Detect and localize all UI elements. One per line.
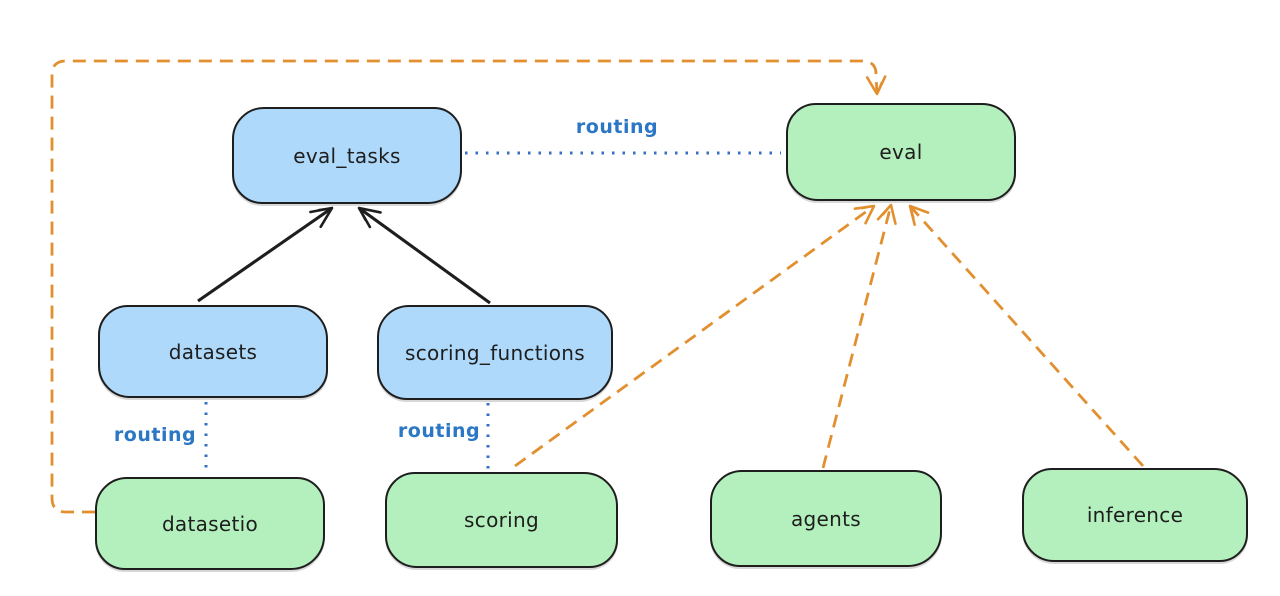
node-agents: agents — [710, 470, 942, 567]
node-agents-label: agents — [791, 506, 861, 531]
node-scoring: scoring — [385, 472, 618, 568]
node-scoring-label: scoring — [464, 508, 539, 532]
edge-inference-to-eval-dashed — [908, 204, 1145, 467]
edge-agents-to-eval-dashed — [821, 203, 897, 469]
edge-scoring-functions-to-eval-tasks — [357, 206, 491, 305]
node-eval-tasks-label: eval_tasks — [293, 143, 401, 168]
edge-datasets-to-eval-tasks — [197, 206, 334, 303]
node-datasets-label: datasets — [168, 339, 258, 364]
edge-label-routing-eval-tasks-eval: routing — [575, 116, 659, 138]
edge-datasetio-to-eval-dashed-loop — [50, 59, 887, 514]
node-datasetio-label: datasetio — [161, 511, 259, 536]
node-scoring-functions-label: scoring_functions — [404, 340, 586, 365]
node-inference-label: inference — [1086, 503, 1184, 527]
node-scoring-functions: scoring_functions — [377, 305, 613, 400]
node-datasetio: datasetio — [95, 477, 325, 570]
node-eval: eval — [786, 103, 1016, 201]
edge-label-routing-datasets-datasetio: routing — [113, 424, 197, 446]
node-eval-label: eval — [879, 140, 923, 164]
node-datasets: datasets — [98, 305, 328, 398]
node-inference: inference — [1022, 468, 1248, 562]
node-eval-tasks: eval_tasks — [232, 107, 462, 204]
edge-scoring-to-eval-dashed — [514, 204, 876, 468]
edge-label-routing-scoring-functions-scoring: routing — [397, 420, 481, 442]
